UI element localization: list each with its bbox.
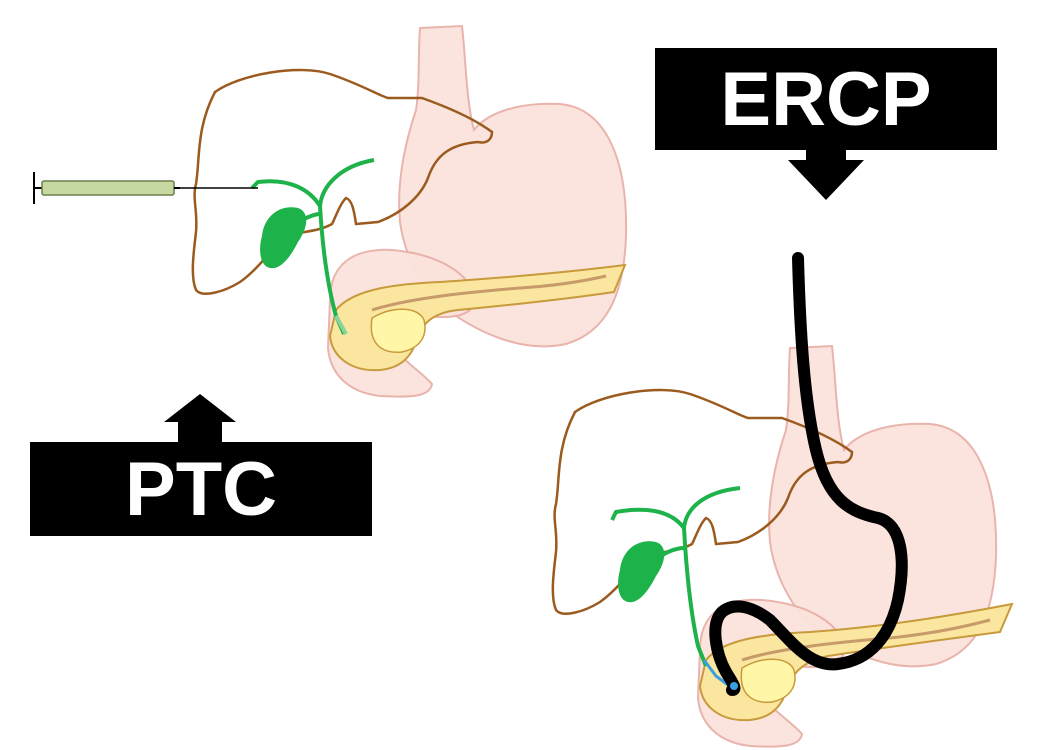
stomach xyxy=(398,24,628,348)
liver xyxy=(191,68,494,295)
ercp-anatomy xyxy=(551,252,1014,748)
pancreas-head xyxy=(740,658,796,703)
pancreas-head xyxy=(370,308,426,353)
common-bile-duct xyxy=(318,205,346,335)
ptc-label: PTC xyxy=(30,442,372,536)
ptc-label-text: PTC xyxy=(125,446,277,532)
ptc-needle xyxy=(33,172,258,204)
cystic-duct xyxy=(656,546,685,560)
endoscope-tip xyxy=(730,682,738,690)
liver xyxy=(551,388,854,615)
gallbladder xyxy=(260,207,307,269)
cystic-duct xyxy=(297,212,321,224)
ptc-anatomy xyxy=(33,24,628,398)
stomach xyxy=(768,344,998,668)
bile-duct-distal xyxy=(334,315,348,335)
ercp-label-text: ERCP xyxy=(720,56,932,142)
pancreatic-duct xyxy=(371,274,607,312)
left-hepatic-duct xyxy=(682,486,741,529)
needle-barrel xyxy=(41,180,175,196)
gallbladder xyxy=(618,541,665,603)
endoscope xyxy=(709,252,908,696)
pancreatic-duct xyxy=(741,618,991,662)
common-bile-duct xyxy=(682,527,708,667)
left-hepatic-duct xyxy=(318,158,375,207)
right-hepatic-duct xyxy=(610,507,686,530)
right-hepatic-duct xyxy=(250,179,322,208)
ercp-label: ERCP xyxy=(655,48,997,150)
arrow-up-icon xyxy=(164,394,236,442)
arrow-down-icon xyxy=(788,150,864,200)
